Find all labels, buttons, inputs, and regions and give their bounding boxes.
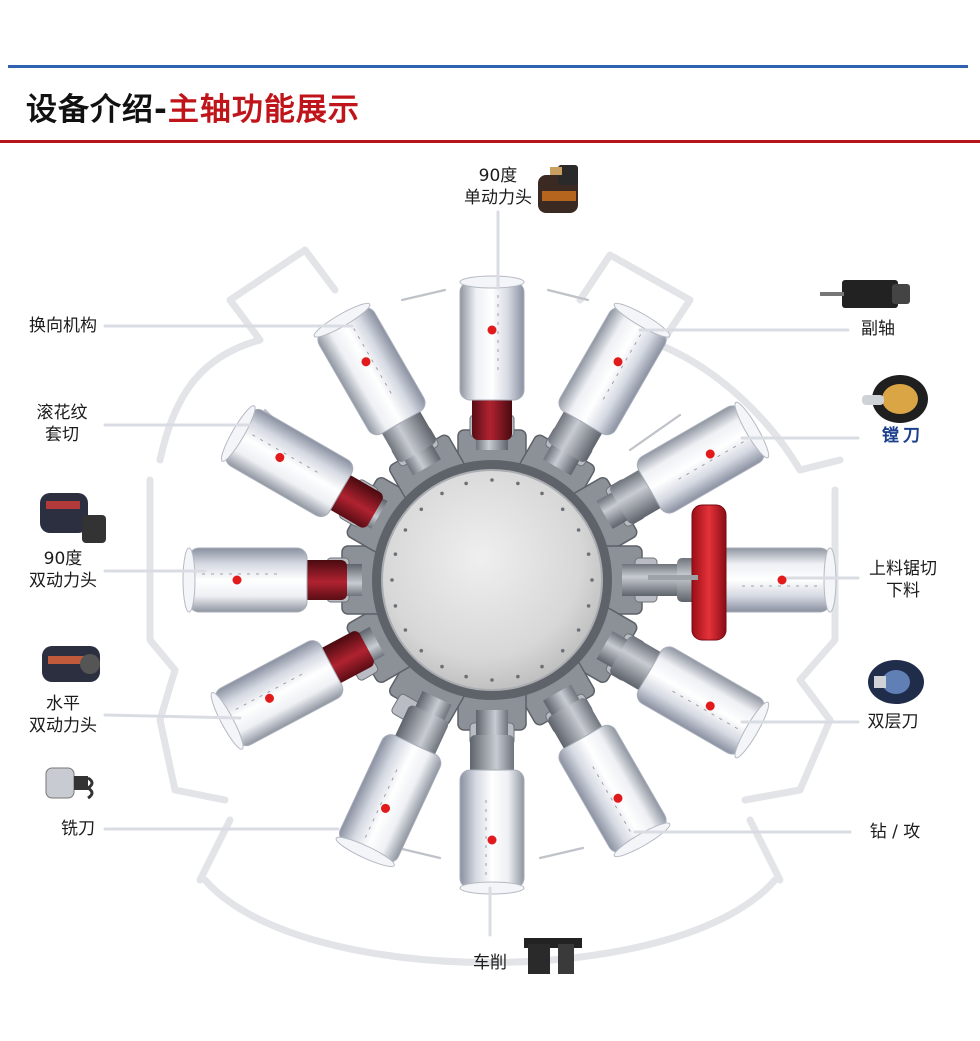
spindle-cylinder <box>313 302 441 476</box>
turret-bolt <box>576 628 581 632</box>
label-knurling-cutting: 滚花纹 套切 <box>36 403 88 445</box>
turret-bolt <box>403 528 408 532</box>
indicator-dots <box>232 325 787 845</box>
spindle-cylinder <box>596 631 770 759</box>
turret-bolt <box>516 674 520 679</box>
tool-icon-90-single <box>538 165 578 213</box>
leader-lines <box>103 210 860 937</box>
turret-bolt <box>393 552 398 556</box>
indicator-dot <box>275 453 285 462</box>
saw-blade <box>648 504 727 641</box>
turret-bolt <box>419 507 424 512</box>
label-horizontal-dual-power-head: 水平 双动力头 <box>29 694 97 736</box>
turret-bolt <box>490 678 494 682</box>
frame-outline <box>146 246 844 966</box>
turret-bolt <box>440 491 444 496</box>
label-sawing-feeding: 上料锯切 下料 <box>869 559 937 601</box>
turret-bolt <box>464 674 468 679</box>
tool-icon-turning <box>524 938 582 974</box>
spindle-cylinder <box>182 547 362 613</box>
indicator-dot <box>381 803 391 813</box>
spindle-cylinder <box>596 401 770 529</box>
turret-body <box>326 414 658 746</box>
turret-bolt <box>560 648 565 653</box>
indicator-dot <box>487 835 497 845</box>
indicator-dot <box>613 357 623 367</box>
turret-bolt <box>464 481 468 486</box>
turret-bolt <box>419 648 424 653</box>
tool-icon-boring <box>862 375 928 423</box>
turret-disc <box>381 469 603 691</box>
turret-bolt <box>540 491 544 496</box>
indicator-dot <box>232 575 242 585</box>
spindle-cylinder <box>220 405 388 529</box>
turret-bolt <box>490 478 494 482</box>
label-boring-cutter: 镗刀 <box>882 426 924 446</box>
top-divider <box>8 65 968 68</box>
label-double-layer-cutter: 双层刀 <box>867 712 919 732</box>
spindle-group <box>182 275 837 895</box>
turret-bolt <box>390 578 394 582</box>
header-divider <box>0 140 980 143</box>
tool-icon-sub-spindle <box>820 280 910 308</box>
turret-bolt <box>560 507 565 512</box>
page-title: 设备介绍-主轴功能展示 <box>26 84 360 129</box>
turret-bolt <box>516 481 520 486</box>
indicator-dot <box>264 693 274 703</box>
turret-bolt <box>586 552 591 556</box>
tool-icon-horizontal-dual <box>42 646 100 682</box>
label-drilling-tapping: 钻 / 攻 <box>869 822 921 842</box>
turret-bolt <box>393 604 398 608</box>
page-title-prefix: 设备介绍- <box>26 92 168 128</box>
page-title-highlight: 主轴功能展示 <box>167 92 360 128</box>
indicator-dot <box>613 793 623 803</box>
indicator-dot <box>705 449 715 459</box>
spindle-cylinder <box>335 691 452 867</box>
indicator-dot <box>361 357 371 367</box>
spindle-cylinder <box>459 275 525 450</box>
tool-icon-milling <box>45 767 94 800</box>
spindle-cylinder <box>543 684 671 858</box>
turret-bolt <box>576 528 581 532</box>
indicator-dot <box>777 575 787 585</box>
turret-bolt <box>403 628 408 632</box>
spindle-cylinder <box>210 626 385 750</box>
tool-icon-90-dual <box>40 493 106 543</box>
turret-bolt <box>586 604 591 608</box>
label-reversing-mechanism: 换向机构 <box>29 316 97 336</box>
spindle-cylinder <box>459 710 525 895</box>
turret-bolt <box>440 664 444 669</box>
turret-bolt <box>590 578 594 582</box>
label-turning: 车削 <box>473 953 507 973</box>
indicator-dot <box>705 701 715 711</box>
indicator-dot <box>487 325 497 335</box>
turret-bolt <box>540 664 544 669</box>
label-sub-spindle: 副轴 <box>861 319 895 339</box>
label-milling-cutter: 铣刀 <box>61 819 95 839</box>
label-90-single-power-head: 90度 单动力头 <box>464 166 532 208</box>
tool-icon-double-layer <box>868 660 924 704</box>
label-90-dual-power-head: 90度 双动力头 <box>29 549 97 591</box>
